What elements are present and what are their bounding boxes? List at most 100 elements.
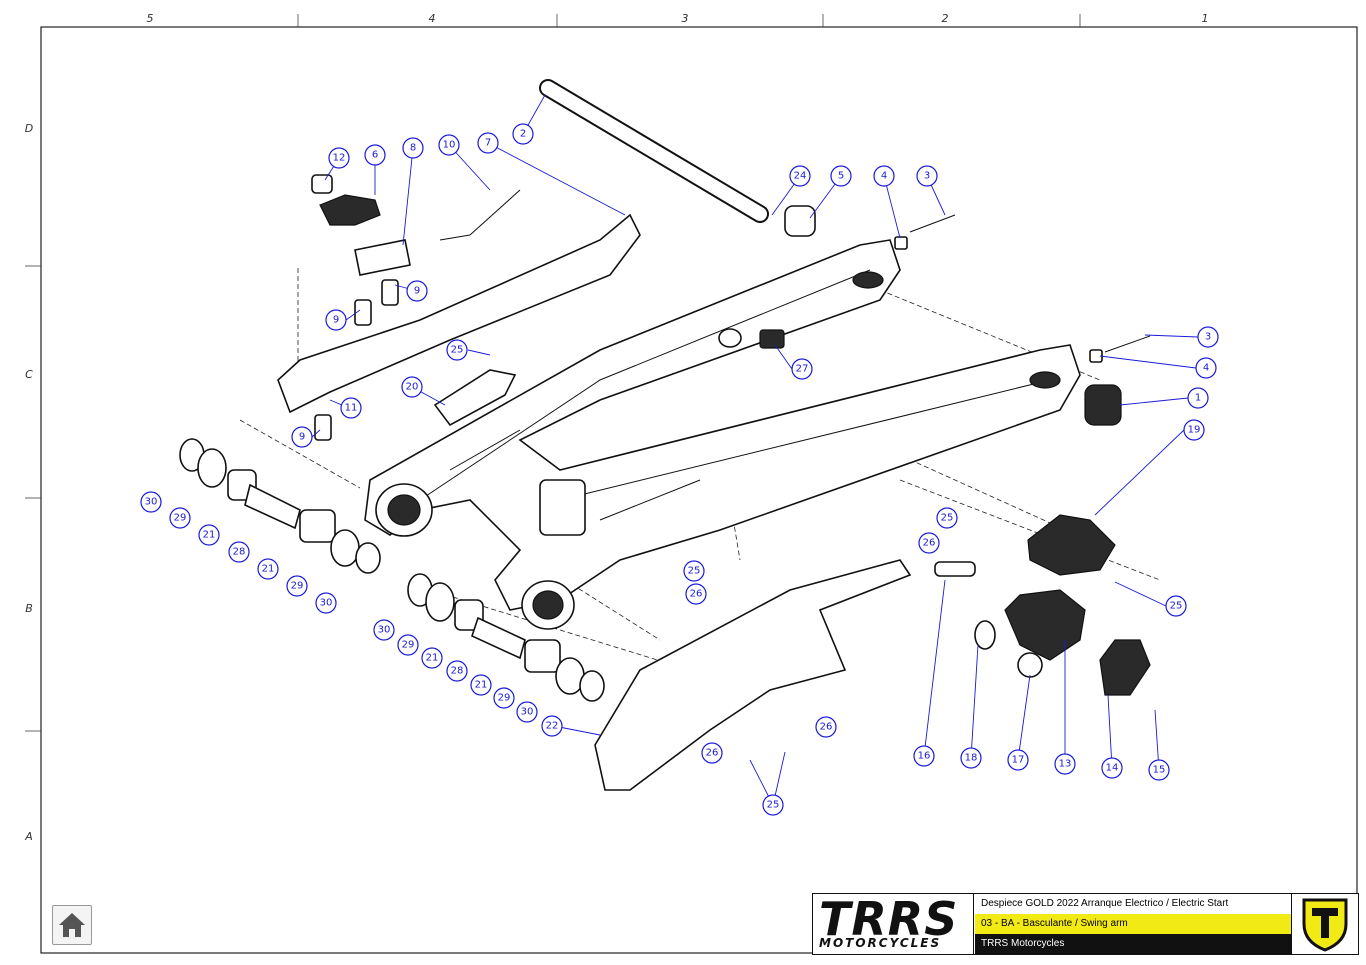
slider-mount — [354, 239, 411, 276]
brake-caliper-bracket — [1004, 589, 1086, 661]
section-title: 03 - BA - Basculante / Swing arm — [975, 914, 1291, 934]
callout-7: 7 — [477, 132, 499, 154]
callout-8: 8 — [402, 137, 424, 159]
block-27 — [759, 329, 785, 349]
svg-text:17: 17 — [1012, 755, 1025, 766]
svg-text:3: 3 — [924, 171, 930, 182]
callout-19: 19 — [1183, 419, 1205, 441]
callout-2: 2 — [512, 123, 534, 145]
brand-logo: TRRS MOTORCYCLES — [813, 892, 974, 954]
svg-text:16: 16 — [918, 751, 931, 762]
col-label-4: 4 — [429, 12, 436, 25]
row-label-c: C — [25, 368, 33, 381]
callout-25-e: 25 — [762, 794, 784, 816]
svg-text:30: 30 — [378, 625, 391, 636]
svg-text:3: 3 — [1205, 332, 1211, 343]
svg-text:15: 15 — [1153, 765, 1166, 776]
svg-text:6: 6 — [372, 150, 378, 161]
svg-text:25: 25 — [1170, 601, 1183, 612]
company-name: TRRS Motorcycles — [975, 934, 1291, 954]
callout-4-upper: 4 — [873, 165, 895, 187]
svg-text:21: 21 — [262, 564, 275, 575]
svg-text:13: 13 — [1059, 759, 1072, 770]
callout-28-b: 28 — [446, 660, 468, 682]
svg-text:18: 18 — [965, 753, 978, 764]
callout-30-c: 30 — [373, 619, 395, 641]
svg-text:14: 14 — [1106, 763, 1119, 774]
callout-26-c: 26 — [815, 716, 837, 738]
callout-9-c: 9 — [291, 426, 313, 448]
chain-adjuster-right — [1084, 384, 1122, 426]
callout-25-a: 25 — [446, 339, 468, 361]
svg-text:10: 10 — [443, 140, 456, 151]
callouts: 12 6 8 10 7 2 24 5 4 3 9 9 25 20 11 9 27… — [140, 123, 1219, 816]
spring — [974, 620, 996, 650]
svg-text:7: 7 — [485, 138, 491, 149]
svg-text:22: 22 — [546, 721, 559, 732]
callout-29-b: 29 — [286, 575, 308, 597]
callout-21-b: 21 — [257, 558, 279, 580]
callout-24: 24 — [789, 165, 811, 187]
home-icon — [59, 913, 85, 937]
spacer — [934, 561, 976, 577]
callout-15: 15 — [1148, 759, 1170, 781]
chain-adjuster-left — [784, 205, 816, 237]
svg-text:9: 9 — [414, 286, 420, 297]
callout-21-c: 21 — [421, 647, 443, 669]
svg-text:21: 21 — [426, 653, 439, 664]
home-button[interactable] — [52, 905, 92, 945]
pin-c — [314, 414, 332, 441]
brake-mount — [1099, 639, 1151, 696]
callout-14: 14 — [1101, 757, 1123, 779]
svg-text:4: 4 — [1203, 363, 1209, 374]
callout-22: 22 — [541, 715, 563, 737]
bearing-group-right — [407, 573, 605, 702]
callout-20: 20 — [401, 376, 423, 398]
callout-4-lower: 4 — [1195, 357, 1217, 379]
callout-13: 13 — [1054, 753, 1076, 775]
svg-text:1: 1 — [1195, 393, 1201, 404]
title-rows: Despiece GOLD 2022 Arranque Electrico / … — [975, 894, 1291, 954]
sheet-frame — [40, 26, 1358, 954]
svg-text:29: 29 — [291, 581, 304, 592]
callout-30-d: 30 — [516, 701, 538, 723]
callout-29-d: 29 — [493, 687, 515, 709]
svg-text:12: 12 — [333, 153, 346, 164]
shield-logo-icon — [1302, 898, 1348, 952]
svg-text:29: 29 — [174, 513, 187, 524]
column-ticks — [25, 14, 1081, 732]
callout-6: 6 — [364, 144, 386, 166]
callout-17: 17 — [1007, 749, 1029, 771]
svg-text:29: 29 — [402, 640, 415, 651]
callout-21-d: 21 — [470, 674, 492, 696]
column-labels: 5 4 3 2 1 D C B A — [24, 12, 1208, 843]
callout-26-a: 26 — [918, 532, 940, 554]
callout-26-b: 26 — [685, 583, 707, 605]
svg-text:26: 26 — [690, 589, 703, 600]
svg-text:26: 26 — [923, 538, 936, 549]
bearing-group-left — [179, 438, 381, 574]
callout-25-c: 25 — [683, 560, 705, 582]
callout-1: 1 — [1187, 387, 1209, 409]
washer — [1017, 652, 1043, 678]
axle — [539, 79, 769, 223]
svg-text:30: 30 — [320, 598, 333, 609]
drawing-title: Despiece GOLD 2022 Arranque Electrico / … — [975, 894, 1291, 914]
svg-text:8: 8 — [410, 143, 416, 154]
roller — [311, 174, 333, 194]
svg-text:30: 30 — [145, 497, 158, 508]
callout-28-a: 28 — [228, 541, 250, 563]
svg-text:4: 4 — [881, 171, 887, 182]
svg-text:24: 24 — [794, 171, 807, 182]
callout-30-a: 30 — [140, 491, 162, 513]
callout-3-upper: 3 — [916, 165, 938, 187]
swing-arm — [364, 239, 1081, 630]
col-label-5: 5 — [147, 12, 154, 25]
brand-subtitle: MOTORCYCLES — [819, 936, 942, 950]
pin-b — [381, 279, 399, 306]
svg-text:2: 2 — [520, 129, 526, 140]
svg-text:19: 19 — [1188, 425, 1201, 436]
col-label-3: 3 — [682, 12, 689, 25]
pin-a — [354, 299, 372, 326]
